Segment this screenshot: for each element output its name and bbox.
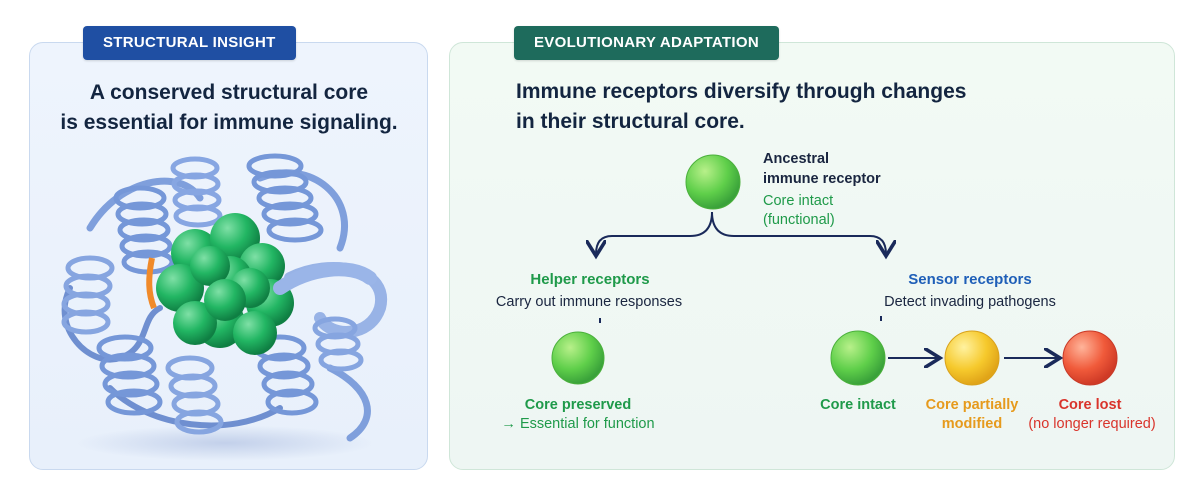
protein-structure-illustration [61,153,388,461]
sensor-core-intact-node [830,330,886,386]
sensor-subtitle: Detect invading pathogens [884,294,1056,310]
sensor-core-partial-node [944,330,1000,386]
sensor-title: Sensor receptors [908,271,1032,288]
sensor-core-lost-node [1062,330,1118,386]
stage-lost-label-line2: (no longer required) [1028,416,1156,432]
ancestral-title-line1: Ancestral [763,151,830,167]
helper-title: Helper receptors [530,271,650,288]
ancestral-title-line2: immune receptor [763,171,881,187]
structural-insight-badge: STRUCTURAL INSIGHT [83,26,296,60]
right-headline: Immune receptors diversify through chang… [516,77,1076,137]
evolutionary-adaptation-panel [449,42,1175,470]
stage-intact-label: Core intact [820,397,896,413]
conserved-core-spheres [156,213,294,355]
ancestral-status-line1: Core intact [763,193,834,209]
stage-partial-label-line2: modified [941,416,1003,432]
orange-loop [146,257,157,310]
front-ribbon [273,262,377,295]
ancestral-receptor-node [685,154,741,210]
helper-status-line2: → Essential for function [501,416,655,432]
stage-partial-label-line1: Core partially [925,397,1019,413]
helper-status-line1: Core preserved [524,397,632,413]
protein-shadow [75,425,375,461]
stage-lost-label-line1: Core lost [1058,397,1122,413]
branch-arrow-helper [596,211,713,254]
ancestral-status-line2: (functional) [763,212,835,228]
helper-receptor-node [551,331,605,385]
right-headline-line1: Immune receptors diversify through chang… [516,80,967,103]
left-headline: A conserved structural core is essential… [30,78,428,138]
left-headline-line2: is essential for immune signaling. [60,111,398,134]
branch-arrow-sensor [711,211,886,254]
left-headline-line1: A conserved structural core [89,81,369,104]
helper-subtitle: Carry out immune responses [495,294,683,310]
right-headline-line2: in their structural core. [516,110,745,133]
evolutionary-adaptation-badge: EVOLUTIONARY ADAPTATION [514,26,779,60]
